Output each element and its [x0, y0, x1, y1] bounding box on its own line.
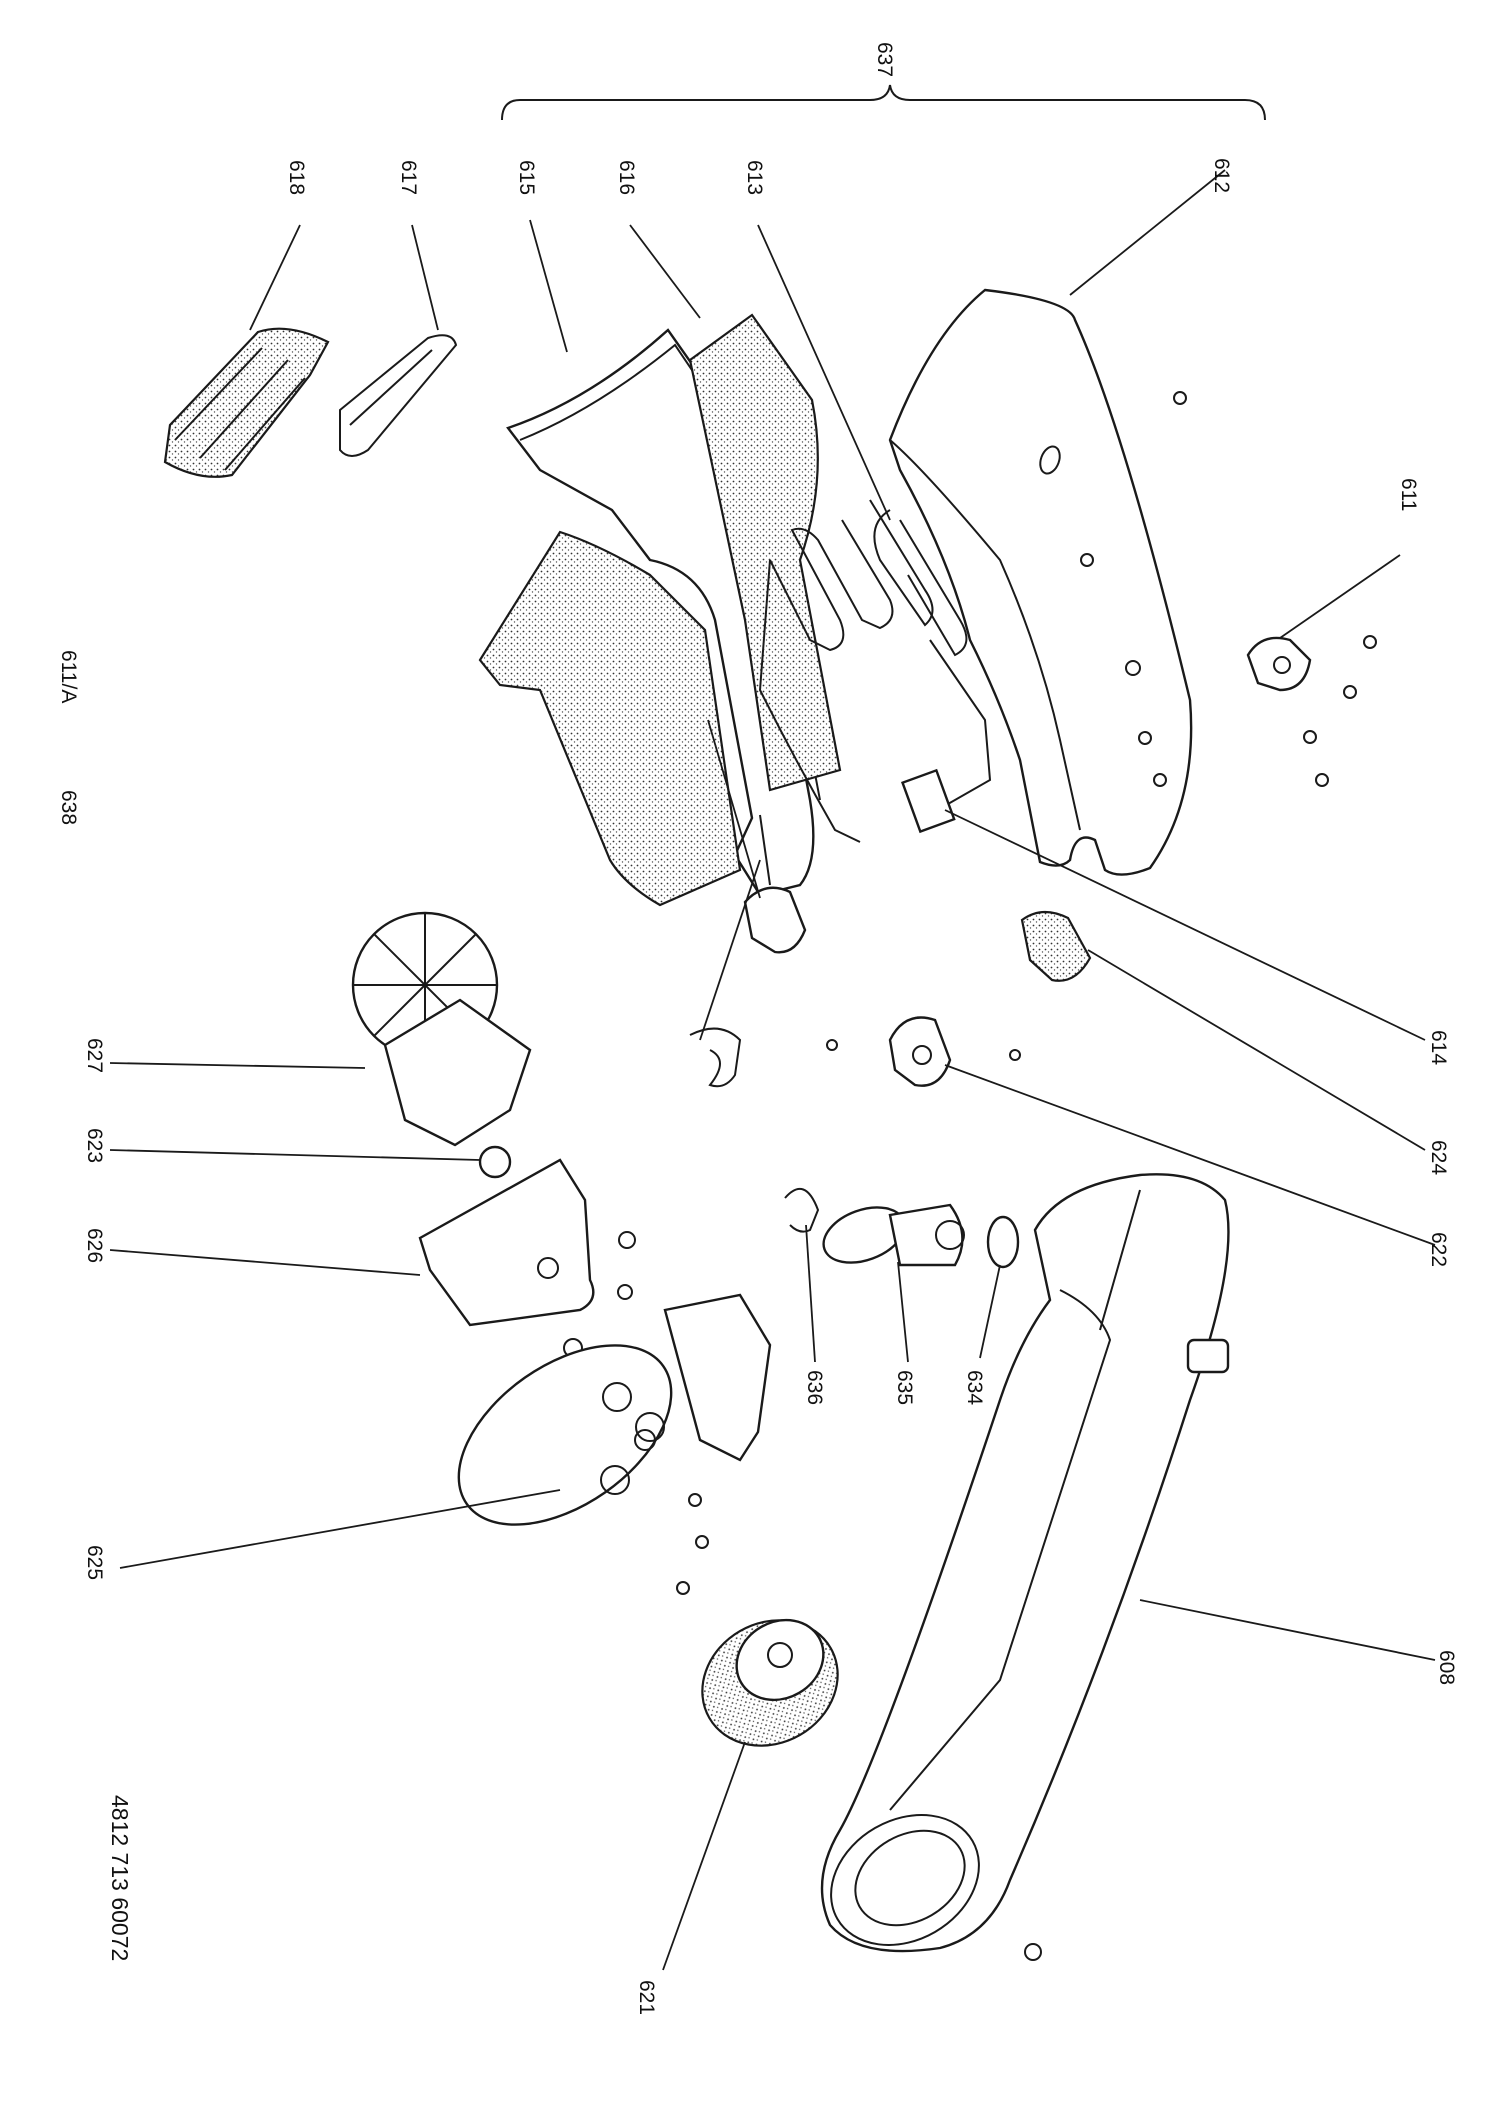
label-613: 613 — [743, 160, 766, 195]
label-638: 638 — [57, 790, 80, 825]
label-611a: 611/A — [57, 650, 80, 703]
label-611: 611 — [1397, 478, 1420, 511]
label-626: 626 — [83, 1228, 106, 1263]
label-624: 624 — [1427, 1140, 1450, 1175]
label-636: 636 — [803, 1370, 826, 1405]
part-617-seal — [339, 334, 458, 457]
part-634-gasket — [986, 1215, 1020, 1269]
part-611-thermostat — [1246, 636, 1312, 692]
part-608-duct — [820, 1173, 1230, 1961]
part-626-bracket — [418, 1158, 636, 1358]
part-638-clip — [689, 1027, 742, 1088]
label-621: 621 — [635, 1980, 658, 2015]
label-612: 612 — [1210, 158, 1233, 193]
label-618: 618 — [285, 160, 308, 195]
label-634: 634 — [963, 1370, 986, 1405]
group-label-637: 637 — [873, 42, 896, 77]
part-618-filter — [163, 327, 330, 478]
part-635-nozzle — [822, 1203, 965, 1267]
part-613-heater — [758, 499, 992, 843]
part-614-connector — [900, 768, 956, 834]
document-code: 4812 713 60072 — [107, 1795, 133, 1961]
label-635: 635 — [893, 1370, 916, 1405]
label-616: 616 — [615, 160, 638, 195]
label-625: 625 — [83, 1545, 106, 1580]
label-615: 615 — [515, 160, 538, 195]
label-627: 627 — [83, 1038, 106, 1073]
part-621-fan-wheel — [701, 1618, 839, 1747]
part-636-clip — [784, 1187, 820, 1233]
part-622-thermostat — [826, 1016, 1021, 1087]
part-627-motor — [351, 911, 532, 1179]
part-625-housing — [457, 1293, 772, 1595]
screw-group-right — [1173, 391, 1377, 787]
callout-labels: 618 617 615 616 613 612 611 611/A 638 62… — [57, 158, 1458, 2015]
part-624-fuse — [1020, 910, 1092, 982]
label-622: 622 — [1427, 1232, 1450, 1267]
part-612-cover — [888, 288, 1193, 876]
part-616-insulation — [478, 313, 842, 907]
part-611a-thermostat — [743, 886, 807, 954]
label-617: 617 — [397, 160, 420, 195]
label-623: 623 — [83, 1128, 106, 1163]
group-bracket-637: 637 — [501, 42, 1266, 121]
leader-lines — [109, 169, 1436, 1971]
label-614: 614 — [1427, 1030, 1450, 1065]
label-608: 608 — [1435, 1650, 1458, 1685]
